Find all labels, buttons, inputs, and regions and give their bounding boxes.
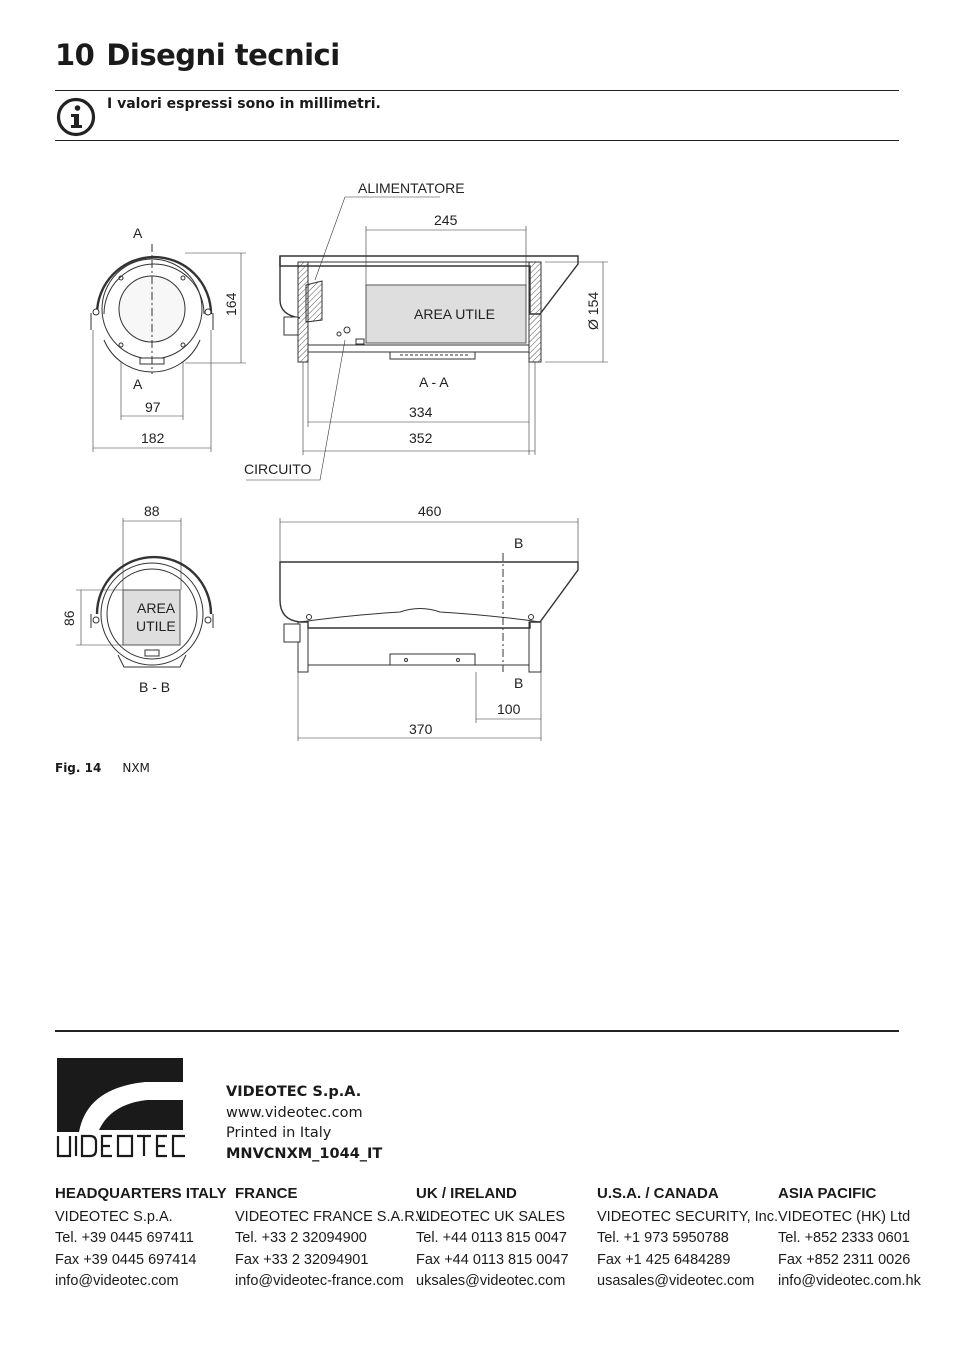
dim-88: 88 bbox=[144, 503, 160, 519]
section-number: 10 bbox=[55, 38, 95, 72]
figure-number: Fig. 14 bbox=[55, 761, 102, 775]
note-bottom-divider bbox=[55, 140, 899, 141]
side-view bbox=[279, 518, 579, 741]
dim-97: 97 bbox=[145, 399, 161, 415]
section-mark-b-top: B bbox=[514, 535, 523, 551]
dim-352: 352 bbox=[409, 430, 433, 446]
info-icon bbox=[56, 97, 96, 137]
office-line: VIDEOTEC UK SALES bbox=[416, 1208, 566, 1225]
section-view-aa bbox=[246, 196, 608, 481]
office-heading: ASIA PACIFIC bbox=[778, 1185, 877, 1202]
page-title: 10 Disegni tecnici bbox=[55, 38, 340, 72]
label-section-bb: B - B bbox=[139, 679, 170, 695]
printed-in: Printed in Italy bbox=[226, 1125, 332, 1141]
office-line: VIDEOTEC SECURITY, Inc. bbox=[597, 1208, 779, 1225]
dim-460: 460 bbox=[418, 503, 442, 519]
section-mark-a-bottom: A bbox=[133, 376, 143, 392]
section-title: Disegni tecnici bbox=[106, 38, 340, 72]
office-line: Tel. +1 973 5950788 bbox=[597, 1230, 729, 1246]
note-text: I valori espressi sono in millimetri. bbox=[107, 96, 381, 112]
office-line: VIDEOTEC S.p.A. bbox=[55, 1208, 173, 1225]
office-hq-italy: HEADQUARTERS ITALY VIDEOTEC S.p.A. Tel. … bbox=[55, 1183, 227, 1293]
label-utile: UTILE bbox=[136, 618, 176, 634]
label-circuito: CIRCUITO bbox=[244, 461, 312, 477]
office-line: Tel. +852 2333 0601 bbox=[778, 1230, 910, 1246]
dim-370: 370 bbox=[409, 721, 433, 737]
office-line: Fax +1 425 6484289 bbox=[597, 1251, 731, 1268]
document-code: MNVCNXM_1044_IT bbox=[226, 1145, 383, 1162]
office-line: Fax +852 2311 0026 bbox=[778, 1251, 911, 1268]
footer-divider bbox=[55, 1030, 899, 1032]
dim-86: 86 bbox=[61, 610, 77, 626]
label-alimentatore: ALIMENTATORE bbox=[358, 180, 465, 196]
office-email[interactable]: info@videotec-france.com bbox=[235, 1273, 404, 1289]
office-line: Tel. +33 2 32094900 bbox=[235, 1230, 367, 1246]
office-asia-pacific: ASIA PACIFIC VIDEOTEC (HK) Ltd Tel. +852… bbox=[778, 1183, 921, 1293]
office-line: Tel. +44 0113 815 0047 bbox=[416, 1230, 567, 1246]
dim-182: 182 bbox=[141, 430, 165, 446]
office-uk-ireland: UK / IRELAND VIDEOTEC UK SALES Tel. +44 … bbox=[416, 1183, 569, 1293]
dim-100: 100 bbox=[497, 701, 521, 717]
office-line: Fax +39 0445 697414 bbox=[55, 1251, 197, 1268]
figure-caption-text: NXM bbox=[122, 761, 150, 775]
office-email[interactable]: usasales@videotec.com bbox=[597, 1273, 755, 1289]
company-name: VIDEOTEC S.p.A. bbox=[226, 1084, 362, 1100]
front-view-bb bbox=[76, 518, 214, 668]
office-usa-canada: U.S.A. / CANADA VIDEOTEC SECURITY, Inc. … bbox=[597, 1183, 778, 1293]
office-line: Tel. +39 0445 697411 bbox=[55, 1230, 194, 1246]
office-line: Fax +33 2 32094901 bbox=[235, 1251, 369, 1268]
office-france: FRANCE VIDEOTEC FRANCE S.A.R.L. Tel. +33… bbox=[235, 1183, 431, 1293]
office-heading: U.S.A. / CANADA bbox=[597, 1185, 719, 1202]
office-line: VIDEOTEC (HK) Ltd bbox=[778, 1208, 911, 1225]
front-view-aa bbox=[90, 244, 246, 452]
videotec-logo bbox=[55, 1056, 187, 1162]
technical-drawing: ALIMENTATORE 245 A A 164 Ø 154 AREA UTIL… bbox=[61, 180, 608, 741]
office-email[interactable]: info@videotec.com bbox=[55, 1273, 179, 1289]
note-top-divider bbox=[55, 90, 899, 91]
office-line: VIDEOTEC FRANCE S.A.R.L. bbox=[235, 1208, 431, 1225]
dim-154: Ø 154 bbox=[585, 292, 601, 330]
label-section-aa: A - A bbox=[419, 374, 449, 390]
dim-164: 164 bbox=[223, 292, 239, 316]
office-email[interactable]: uksales@videotec.com bbox=[416, 1273, 566, 1289]
office-heading: HEADQUARTERS ITALY bbox=[55, 1185, 227, 1202]
label-area-utile: AREA UTILE bbox=[414, 306, 495, 322]
dim-245: 245 bbox=[434, 212, 458, 228]
dim-334: 334 bbox=[409, 404, 433, 420]
office-heading: UK / IRELAND bbox=[416, 1185, 517, 1202]
office-line: Fax +44 0113 815 0047 bbox=[416, 1251, 569, 1268]
figure-caption: Fig. 14 NXM bbox=[55, 761, 150, 775]
office-email[interactable]: info@videotec.com.hk bbox=[778, 1273, 921, 1289]
office-heading: FRANCE bbox=[235, 1185, 298, 1202]
label-area: AREA bbox=[137, 600, 176, 616]
section-mark-a-top: A bbox=[133, 225, 143, 241]
company-info: VIDEOTEC S.p.A. www.videotec.com Printed… bbox=[226, 1082, 382, 1164]
section-mark-b-bottom: B bbox=[514, 675, 523, 691]
company-website[interactable]: www.videotec.com bbox=[226, 1104, 363, 1121]
